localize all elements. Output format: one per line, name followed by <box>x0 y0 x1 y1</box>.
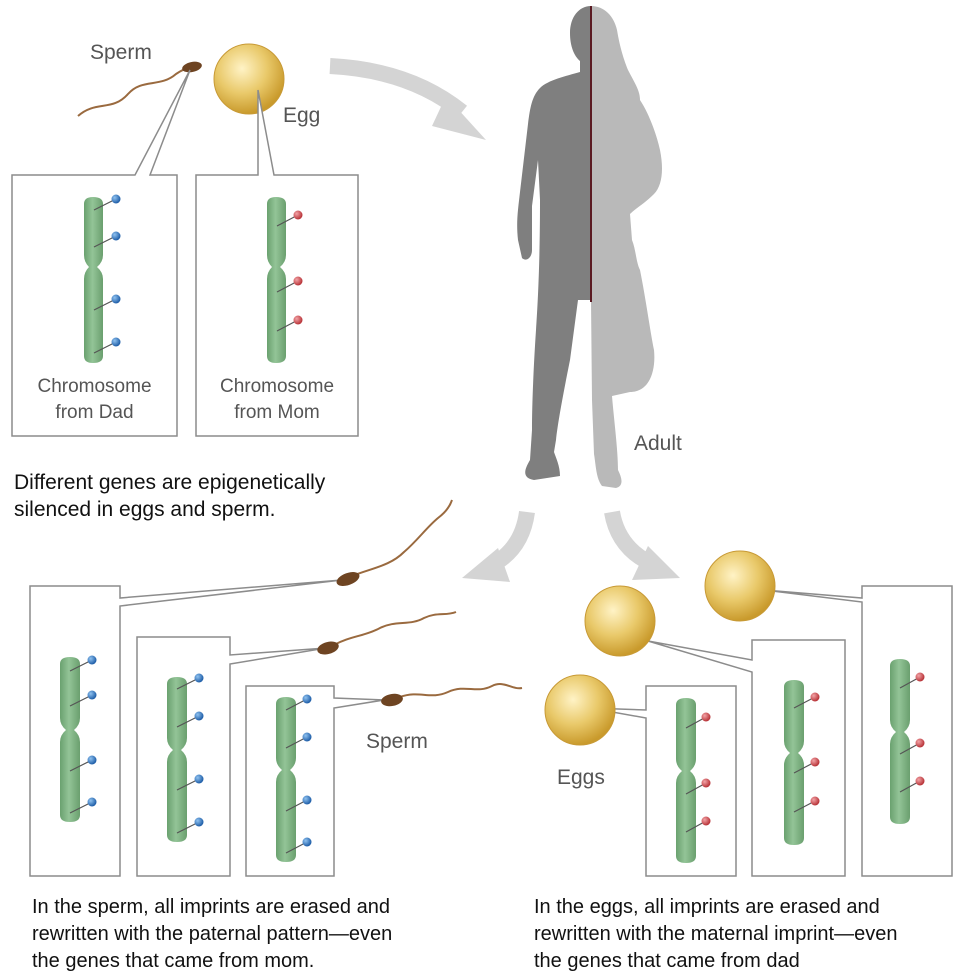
paternal-mark <box>93 194 121 211</box>
maternal-mark <box>276 315 303 332</box>
maternal-mark <box>685 712 711 729</box>
egg-box-3 <box>589 685 737 877</box>
paternal-mark <box>69 797 97 814</box>
bottom-sperm-3 <box>381 683 523 707</box>
maternal-mark <box>276 276 303 293</box>
egg-3 <box>544 674 616 746</box>
paternal-mark <box>93 231 121 248</box>
mom-chromosome <box>267 197 303 363</box>
egg-2 <box>584 585 656 657</box>
paternal-mark <box>93 294 121 311</box>
arrow-to-adult <box>329 58 486 140</box>
egg-chromosome-1 <box>890 659 925 824</box>
maternal-mark <box>793 757 820 774</box>
maternal-mark <box>276 210 303 227</box>
paternal-mark <box>69 690 97 707</box>
paternal-mark <box>176 817 204 834</box>
maternal-mark <box>793 692 820 709</box>
arrow-to-sperm <box>462 510 535 582</box>
sperm-label-top: Sperm <box>90 41 152 64</box>
paternal-mark <box>285 795 312 812</box>
paternal-mark <box>285 694 312 711</box>
sperm-chromosome-3 <box>276 694 312 862</box>
adult-label: Adult <box>634 432 682 455</box>
bottom-sperm-2 <box>317 611 457 655</box>
paternal-mark <box>285 732 312 749</box>
paternal-mark <box>93 337 121 354</box>
adult-silhouette <box>517 6 662 488</box>
description-eggs: In the eggs, all imprints are erased and… <box>534 896 898 972</box>
paternal-mark <box>176 774 204 791</box>
sperm-chromosome-1 <box>60 655 97 822</box>
egg-1 <box>704 550 776 622</box>
paternal-mark <box>176 673 204 690</box>
egg-chromosome-2 <box>784 680 820 845</box>
paternal-mark <box>69 655 97 672</box>
sperm-label-bottom: Sperm <box>366 730 428 753</box>
maternal-mark <box>685 778 711 795</box>
egg-chromosome-3 <box>676 698 711 863</box>
paternal-mark <box>176 711 204 728</box>
maternal-mark <box>899 738 925 755</box>
top-sperm <box>77 61 202 117</box>
description-sperm: In the sperm, all imprints are erased an… <box>32 896 393 972</box>
sperm-box-3 <box>245 685 385 877</box>
maternal-mark <box>685 816 711 833</box>
top-egg <box>213 43 285 115</box>
eggs-label-bottom: Eggs <box>557 766 605 789</box>
egg-label-top: Egg <box>283 104 321 127</box>
adult-female-half <box>591 6 662 488</box>
sperm-box-1 <box>29 579 343 877</box>
dad-chromosome-caption: Chromosome from Dad <box>37 376 152 423</box>
dad-chromosome <box>84 194 121 363</box>
paternal-mark <box>285 837 312 854</box>
bottom-sperm-1 <box>336 499 453 586</box>
description-top: Different genes are epigenetically silen… <box>14 471 326 521</box>
maternal-mark <box>899 776 925 793</box>
maternal-mark <box>899 672 925 689</box>
mom-chromosome-caption: Chromosome from Mom <box>219 376 335 423</box>
maternal-mark <box>793 796 820 813</box>
sperm-chromosome-2 <box>167 673 204 842</box>
paternal-mark <box>69 755 97 772</box>
arrow-to-eggs <box>604 510 680 580</box>
adult-male-half <box>517 6 591 480</box>
